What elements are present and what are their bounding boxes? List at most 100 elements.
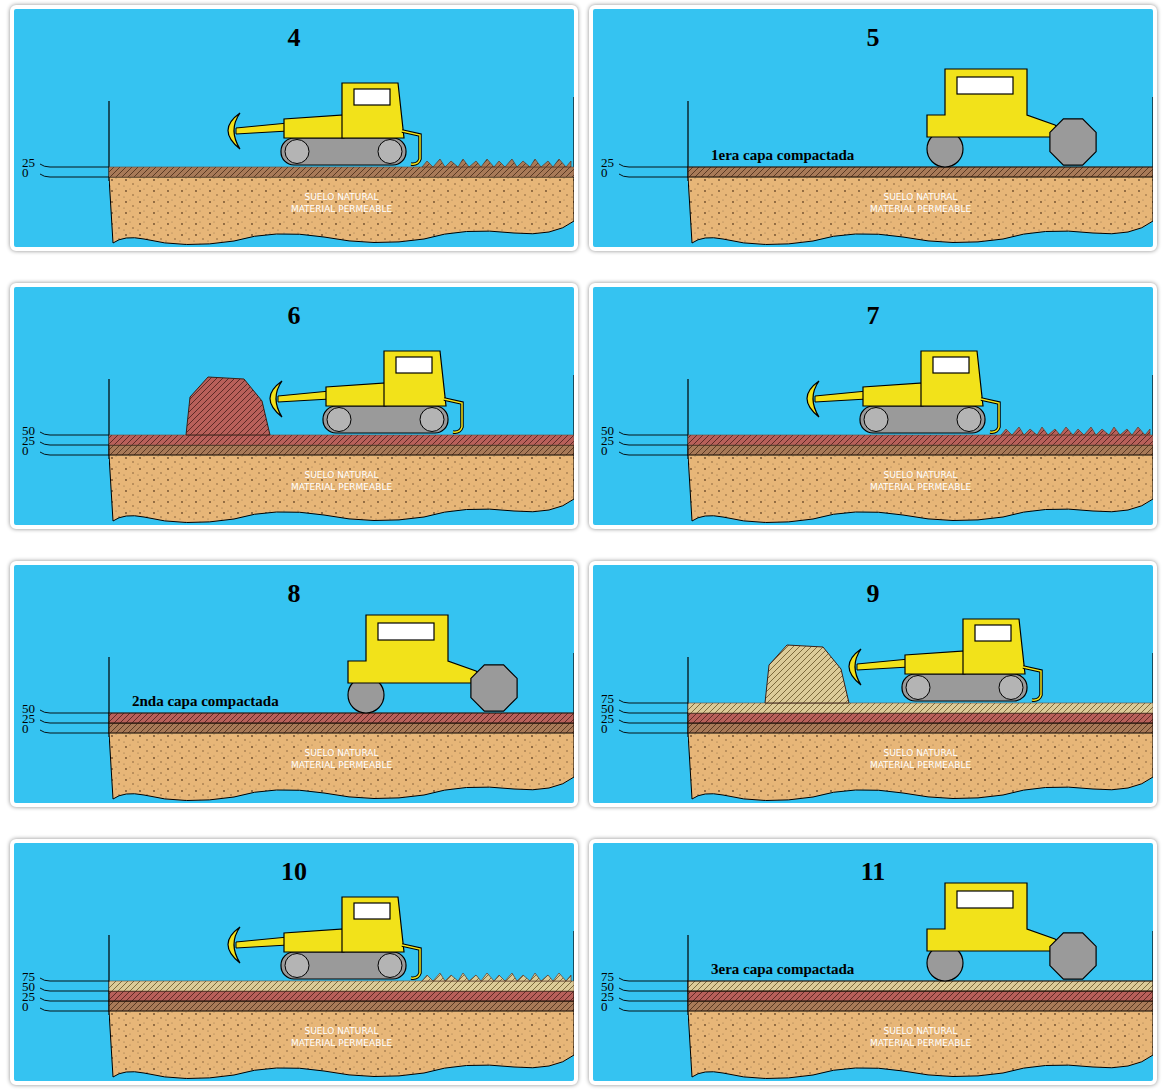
soil-label: SUELO NATURAL MATERIAL PERMEABLE bbox=[861, 469, 981, 493]
soil-label: SUELO NATURAL MATERIAL PERMEABLE bbox=[861, 191, 981, 215]
soil-label: SUELO NATURAL MATERIAL PERMEABLE bbox=[282, 469, 402, 493]
dozer-blade bbox=[849, 649, 861, 685]
step-number: 7 bbox=[593, 301, 1153, 331]
compactor-roller bbox=[927, 69, 1096, 167]
cab-window bbox=[354, 89, 390, 105]
fill-layer bbox=[688, 167, 1153, 177]
elevation-leader bbox=[40, 452, 109, 455]
soil-label: SUELO NATURAL MATERIAL PERMEABLE bbox=[282, 1025, 402, 1049]
ripper bbox=[981, 399, 999, 432]
elevation-number: 0 bbox=[601, 1000, 608, 1013]
compactor-roller bbox=[348, 615, 517, 713]
step-number: 9 bbox=[593, 579, 1153, 609]
natural-soil: SUELO NATURAL MATERIAL PERMEABLE bbox=[109, 733, 574, 805]
fill-layer bbox=[109, 981, 574, 991]
cab-window bbox=[957, 891, 1013, 908]
dozer-cab bbox=[921, 351, 983, 406]
dozer-track bbox=[281, 952, 406, 979]
step-number: 5 bbox=[593, 23, 1153, 53]
elevation-leader bbox=[619, 988, 688, 991]
dozer-blade bbox=[228, 927, 240, 963]
bulldozer bbox=[849, 619, 1041, 701]
roller-body bbox=[927, 883, 1069, 951]
step-panel: 82nda capa compactada50250SUELO NATURAL … bbox=[10, 561, 578, 807]
natural-soil: SUELO NATURAL MATERIAL PERMEABLE bbox=[688, 177, 1153, 249]
ripper bbox=[1023, 667, 1041, 700]
step-number: 6 bbox=[14, 301, 574, 331]
cab-window bbox=[354, 903, 390, 919]
natural-soil: SUELO NATURAL MATERIAL PERMEABLE bbox=[109, 455, 574, 527]
elevation-leader bbox=[619, 432, 688, 435]
elevation-leader bbox=[619, 998, 688, 1001]
dozer-cab bbox=[342, 83, 404, 138]
fill-layer bbox=[109, 167, 574, 177]
natural-soil: SUELO NATURAL MATERIAL PERMEABLE bbox=[688, 733, 1153, 805]
dozer-track bbox=[860, 406, 985, 433]
soil-label: SUELO NATURAL MATERIAL PERMEABLE bbox=[861, 747, 981, 771]
dozer-blade bbox=[228, 113, 240, 149]
elevation-number: 0 bbox=[22, 444, 29, 457]
dozer-body bbox=[326, 383, 386, 406]
step-panel: 750250SUELO NATURAL MATERIAL PERMEABLE bbox=[589, 283, 1157, 529]
cab-window bbox=[957, 77, 1013, 94]
elevation-leader bbox=[40, 174, 109, 177]
elevation-leader bbox=[619, 164, 688, 167]
layer-caption: 1era capa compactada bbox=[711, 147, 854, 163]
natural-soil: SUELO NATURAL MATERIAL PERMEABLE bbox=[688, 455, 1153, 527]
dozer-cab bbox=[342, 897, 404, 952]
ripper bbox=[402, 131, 420, 164]
step-panel: 97550250SUELO NATURAL MATERIAL PERMEABLE bbox=[589, 561, 1157, 807]
bulldozer bbox=[228, 83, 420, 165]
roller-body bbox=[348, 615, 490, 683]
step-number: 4 bbox=[14, 23, 574, 53]
soil-label: SUELO NATURAL MATERIAL PERMEABLE bbox=[282, 191, 402, 215]
cab-window bbox=[933, 357, 969, 373]
elevation-number: 0 bbox=[22, 166, 29, 179]
step-panel: 51era capa compactada250SUELO NATURAL MA… bbox=[589, 5, 1157, 251]
material-pile bbox=[765, 645, 849, 703]
elevation-leader bbox=[619, 700, 688, 703]
elevation-leader bbox=[619, 452, 688, 455]
fill-layer bbox=[688, 713, 1153, 723]
cab-window bbox=[378, 623, 434, 640]
loose-material bbox=[422, 159, 571, 167]
natural-soil: SUELO NATURAL MATERIAL PERMEABLE bbox=[688, 1011, 1153, 1083]
natural-soil: SUELO NATURAL MATERIAL PERMEABLE bbox=[109, 177, 574, 249]
dozer-track bbox=[902, 674, 1027, 701]
fill-layer bbox=[109, 1001, 574, 1011]
elevation-leader bbox=[619, 1008, 688, 1011]
loose-material bbox=[422, 973, 571, 981]
ripper bbox=[444, 399, 462, 432]
elevation-leader bbox=[40, 978, 109, 981]
fill-layer bbox=[688, 435, 1153, 445]
elevation-leader bbox=[619, 442, 688, 445]
elevation-leader bbox=[619, 730, 688, 733]
cab-window bbox=[396, 357, 432, 373]
fill-layer bbox=[688, 723, 1153, 733]
elevation-leader bbox=[40, 432, 109, 435]
fill-layer bbox=[688, 1001, 1153, 1011]
step-number: 11 bbox=[593, 857, 1153, 887]
dozer-body bbox=[284, 115, 344, 138]
elevation-number: 0 bbox=[601, 444, 608, 457]
elevation-leader bbox=[40, 730, 109, 733]
step-panel: 107550250SUELO NATURAL MATERIAL PERMEABL… bbox=[10, 839, 578, 1085]
fill-layer bbox=[688, 991, 1153, 1001]
dozer-cab bbox=[384, 351, 446, 406]
dozer-track bbox=[281, 138, 406, 165]
roller-drum bbox=[471, 665, 517, 711]
layer-caption: 3era capa compactada bbox=[711, 961, 854, 977]
elevation-leader bbox=[619, 710, 688, 713]
elevation-leader bbox=[619, 720, 688, 723]
step-panel: 650250SUELO NATURAL MATERIAL PERMEABLE bbox=[10, 283, 578, 529]
elevation-leader bbox=[40, 1008, 109, 1011]
elevation-number: 0 bbox=[22, 722, 29, 735]
natural-soil: SUELO NATURAL MATERIAL PERMEABLE bbox=[109, 1011, 574, 1083]
fill-layer bbox=[688, 703, 1153, 713]
dozer-blade bbox=[270, 381, 282, 417]
cab-window bbox=[975, 625, 1011, 641]
bulldozer bbox=[270, 351, 462, 433]
elevation-number: 0 bbox=[601, 722, 608, 735]
elevation-leader bbox=[40, 442, 109, 445]
step-number: 10 bbox=[14, 857, 574, 887]
